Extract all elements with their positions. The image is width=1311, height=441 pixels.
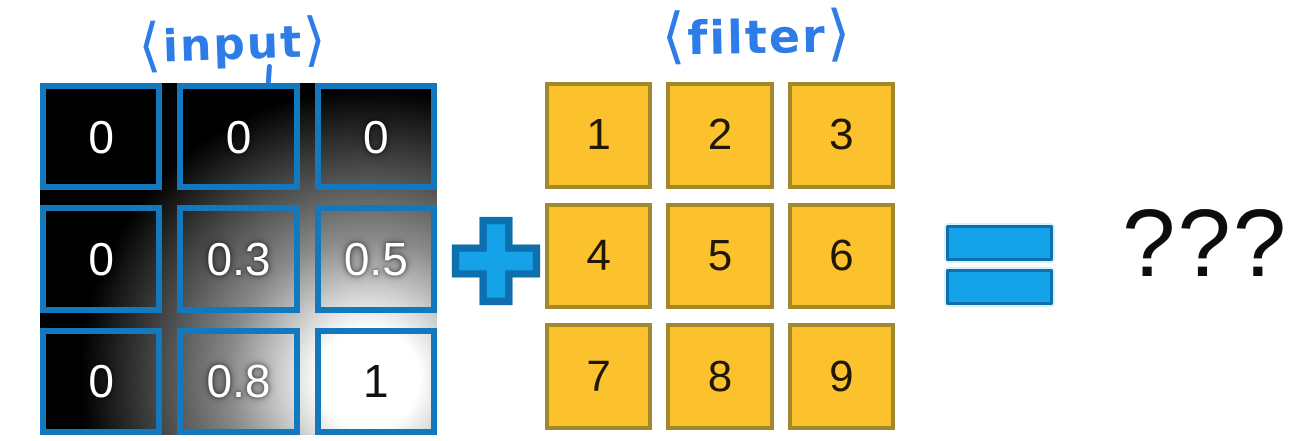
filter-label-text: filter [686,8,828,66]
filter-cell-value: 4 [586,230,611,280]
input-cell-value: 0 [363,110,389,163]
input-label-open-bracket: ⟨ [136,10,165,80]
input-cell-value: 1 [363,355,389,408]
equals-bottom-bar [946,269,1053,305]
filter-cell: 5 [666,202,774,310]
filter-cell: 4 [545,202,653,310]
filter-cell: 2 [666,82,774,189]
filter-grid: 1 2 3 4 5 6 7 8 9 [545,82,895,430]
filter-cell: 6 [787,202,895,310]
filter-cell: 9 [787,323,895,430]
filter-cell-value: 7 [586,351,611,401]
filter-cell: 7 [545,323,653,430]
filter-cell-value: 5 [707,230,733,280]
filter-label-close-bracket: ⟩ [826,0,853,69]
filter-cell: 1 [545,82,653,189]
filter-cell-value: 9 [829,351,854,401]
equals-icon [946,225,1053,305]
input-cell-value: 0 [88,232,114,285]
input-label-text: input [162,16,304,72]
input-cell-value: 0 [225,110,252,163]
plus-icon [450,213,542,309]
input-cell-value: 0.8 [206,355,271,408]
input-cell-value: 0 [88,355,114,408]
result-unknown: ??? [1122,190,1289,297]
input-cell: 0.8 [177,327,300,435]
filter-cell-value: 8 [707,351,733,401]
input-cell: 0.5 [314,205,437,313]
input-cell: 0 [177,83,300,191]
filter-cell: 3 [787,82,895,189]
input-cell-value: 0.5 [343,232,408,285]
filter-cell-value: 1 [586,110,611,160]
input-grid: 0 0 0 0 0.3 0.5 0 0.8 1 [40,83,437,435]
filter-cell-value: 6 [829,230,854,280]
input-cell-value: 0.3 [206,232,271,285]
input-cell-value: 0 [88,110,114,163]
equals-top-bar [946,225,1053,261]
filter-label: ⟨ filter ⟩ [627,0,886,76]
input-cell: 1 [314,327,437,435]
filter-cell-value: 2 [707,110,733,160]
input-cell: 0 [314,83,437,191]
input-label-close-bracket: ⟩ [301,4,329,74]
input-cell: 0.3 [177,205,300,313]
input-cell: 0 [40,83,163,191]
filter-label-open-bracket: ⟨ [660,0,688,72]
filter-cell-value: 3 [829,110,854,160]
input-label: ⟨ input ⟩ [117,0,350,90]
input-cell: 0 [40,327,163,435]
input-cell: 0 [40,205,163,313]
filter-cell: 8 [666,323,774,430]
